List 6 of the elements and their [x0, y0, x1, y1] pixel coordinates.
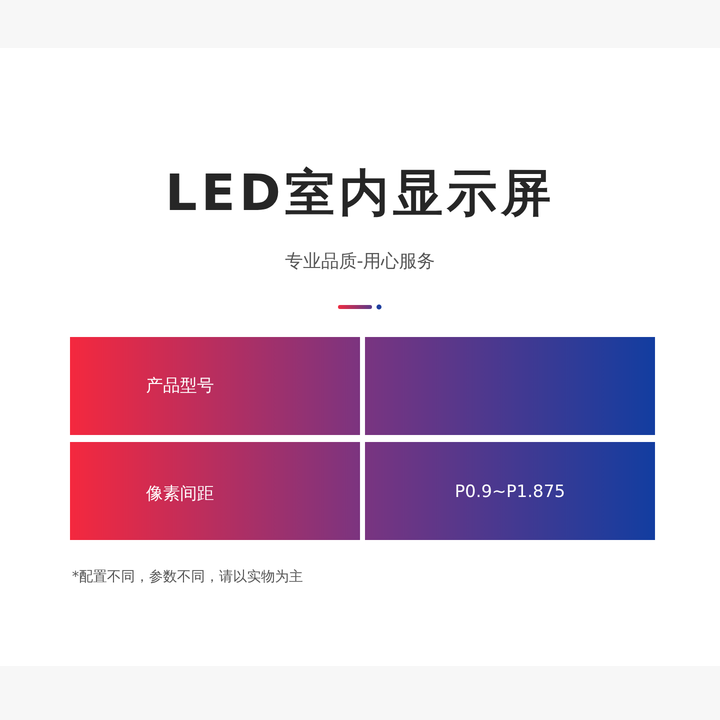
table-header: 像素间距: [145, 483, 215, 505]
subtitle: 专业品质-用心服务: [284, 250, 436, 273]
footnote: *配置不同，参数不同，请以实物为主: [72, 568, 304, 586]
title: LED室内显示屏: [164, 163, 556, 224]
table-value: P0.9~P1.875: [454, 482, 566, 502]
table-header: 产品型号: [145, 375, 215, 397]
